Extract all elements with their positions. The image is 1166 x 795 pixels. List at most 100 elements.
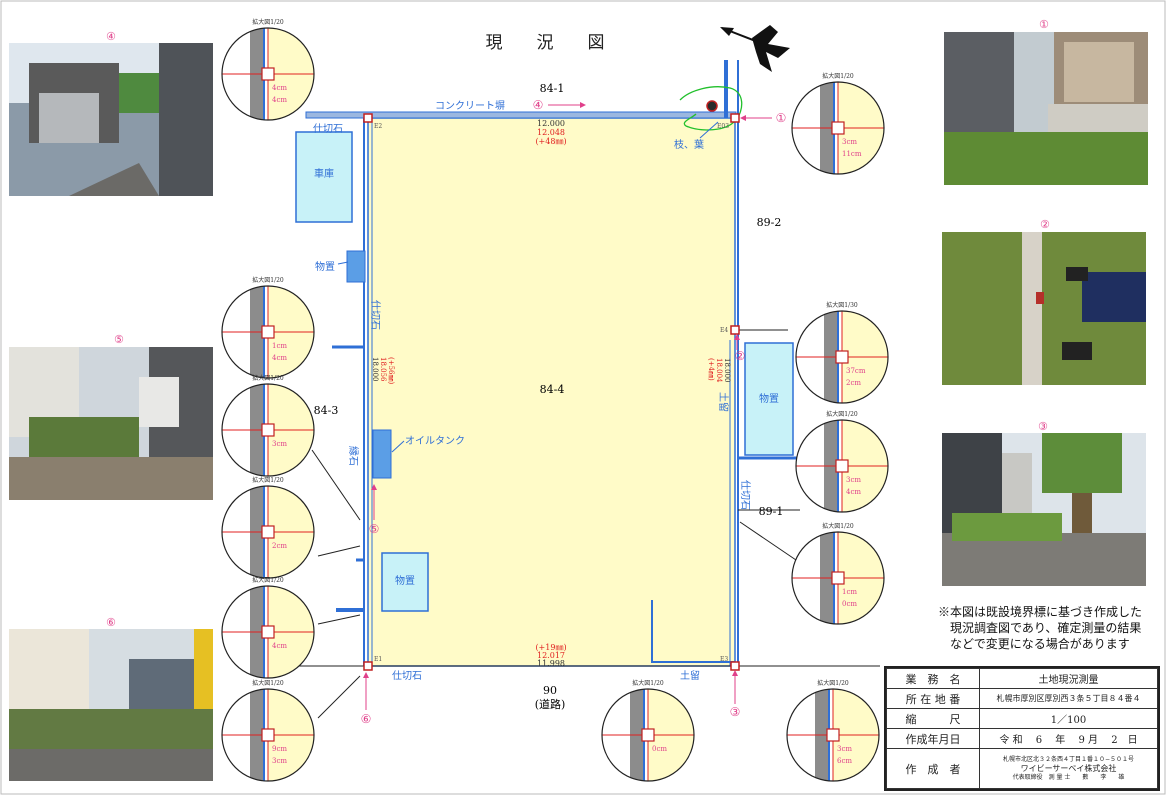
detail-measure: 3cm [846, 476, 861, 484]
detail-measure: 4cm [272, 84, 287, 92]
photo-4 [9, 43, 213, 196]
photo-5 [9, 347, 213, 500]
point-sw-label: E1 [374, 656, 382, 663]
partition-stone-e-label: 仕切石 [739, 480, 752, 510]
lot-center-label: 84-4 [540, 383, 565, 396]
detail-measure: 4cm [272, 96, 287, 104]
partition-stone-nw-label: 仕切石 [313, 122, 343, 135]
garage [295, 131, 353, 223]
detail-measure: 0cm [652, 745, 667, 753]
detail-scale-label: 拡大図1/20 [252, 679, 284, 687]
svg-text:④: ④ [533, 98, 544, 112]
lot-north-label: 84-1 [540, 82, 565, 95]
detail-measure: 3cm [842, 138, 857, 146]
title-value-project: 土地現況測量 [979, 668, 1158, 689]
view-marker-6: ⑥ [361, 672, 371, 726]
point-ne-label: E03 [717, 123, 729, 130]
detail-measure: 9cm [272, 745, 287, 753]
title-key-project: 業 務 名 [886, 668, 980, 689]
svg-text:18.000: 18.000 [723, 358, 731, 383]
svg-text:⑤: ⑤ [369, 522, 380, 536]
oil-tank [372, 429, 392, 479]
photo-5-number: ⑤ [114, 333, 124, 346]
lot-west-label: 84-3 [314, 404, 339, 417]
detail-circle-d4: 3cm 拡大図1/20 [221, 374, 315, 477]
photo-2-number: ② [1040, 218, 1050, 231]
photo-1-image [944, 32, 1148, 185]
svg-text:18.004: 18.004 [715, 358, 723, 383]
svg-text:(+4㎜): (+4㎜) [707, 358, 715, 381]
dimension-south: (+19㎜) 12.017 11.998 [535, 643, 566, 668]
view-marker-2: ② [734, 334, 745, 363]
svg-text:(+48㎜): (+48㎜) [535, 137, 566, 146]
photo-1 [944, 32, 1148, 185]
detail-measure: 1cm [272, 342, 287, 350]
photo-4-image [9, 43, 213, 196]
storage-east [744, 342, 794, 456]
note-line-2: 現況調査図であり、確定測量の結果 [950, 621, 1142, 635]
detail-scale-label: 拡大図1/20 [252, 576, 284, 584]
svg-text:(+19㎜): (+19㎜) [535, 643, 566, 652]
detail-measure: 2cm [272, 542, 287, 550]
detail-measure: 2cm [846, 379, 861, 387]
storage-sw-label: 物置 [395, 574, 415, 587]
detail-scale-label: 拡大図1/20 [632, 679, 664, 687]
survey-note: ※本図は既設境界標に基づき作成した 現況調査図であり、確定測量の結果 などで変更… [938, 604, 1164, 652]
photo-2 [942, 232, 1146, 385]
photo-6-number: ⑥ [106, 616, 116, 629]
detail-scale-label: 拡大図1/20 [822, 522, 854, 530]
concrete-fence-label: コンクリート塀 [435, 100, 505, 112]
photo-5-image [9, 347, 213, 500]
title-block: 業 務 名 土地現況測量 所 在 地 番 札幌市厚別区厚別西３条５丁目８４番４ … [884, 666, 1160, 791]
svg-text:①: ① [776, 111, 787, 125]
detail-measure: 4cm [846, 488, 861, 496]
detail-scale-label: 拡大図1/20 [252, 476, 284, 484]
view-marker-1: ① [740, 111, 786, 125]
detail-circle-d1: 4cm 4cm 拡大図1/20 [221, 18, 315, 121]
title-key-author: 作 成 者 [886, 748, 980, 789]
photo-3 [942, 433, 1146, 586]
lot-east-upper-label: 89-2 [757, 216, 782, 229]
detail-measure: 4cm [272, 354, 287, 362]
lot-south-number: 90 [543, 684, 557, 697]
detail-scale-label: 拡大図1/20 [822, 72, 854, 80]
detail-measure: 3cm [272, 440, 287, 448]
photo-3-number: ③ [1038, 420, 1048, 433]
author-company: ワイビーサーベイ株式会社 [1020, 763, 1117, 773]
detail-circle-d11: 3cm 4cm 拡大図1/20 [795, 410, 889, 513]
note-line-1: ※本図は既設境界標に基づき作成した [938, 605, 1143, 619]
detail-scale-label: 拡大図1/20 [826, 410, 858, 418]
detail-measure: 37cm [846, 367, 866, 375]
svg-text:18.056: 18.056 [379, 357, 387, 382]
retaining-e-label: 土留 [717, 392, 730, 412]
garage-label: 車庫 [314, 167, 334, 180]
photo-3-image [942, 433, 1146, 586]
retaining-s-label: 土留 [680, 669, 700, 682]
detail-measure: 11cm [842, 150, 862, 158]
detail-scale-label: 拡大図1/20 [252, 276, 284, 284]
detail-circle-d8: 0cm 拡大図1/20 [601, 679, 695, 782]
detail-scale-label: 拡大図1/20 [252, 374, 284, 382]
dimension-west: 18.000 18.056 (+56㎜) [371, 357, 395, 385]
photo-6-image [9, 629, 213, 781]
tree-icon [706, 100, 718, 112]
dimension-north: 12.000 12.048 (+48㎜) [535, 119, 566, 146]
corner-markers [363, 113, 740, 671]
author-surveyor: 代表取締役 測 量 士 數 李 雄 [1012, 773, 1125, 781]
photo-6 [9, 629, 213, 781]
title-value-location: 札幌市厚別区厚別西３条５丁目８４番４ [979, 688, 1158, 709]
author-address: 札幌市北区北３２条西４丁目１番１０−５０１号 [1002, 755, 1135, 763]
view-marker-4: ④ [533, 98, 586, 112]
detail-leaders [311, 449, 797, 719]
svg-text:12.048: 12.048 [537, 128, 565, 137]
detail-circle-d5: 2cm 拡大図1/20 [221, 476, 315, 579]
svg-text:12.000: 12.000 [537, 119, 565, 128]
branches-label: 枝、葉 [674, 138, 704, 151]
detail-measure: 1cm [842, 588, 857, 596]
detail-scale-label: 拡大図1/20 [252, 18, 284, 26]
dimension-east: (+4㎜) 18.004 18.000 [707, 358, 731, 383]
edge-stone-label: 縁石 [347, 446, 360, 466]
